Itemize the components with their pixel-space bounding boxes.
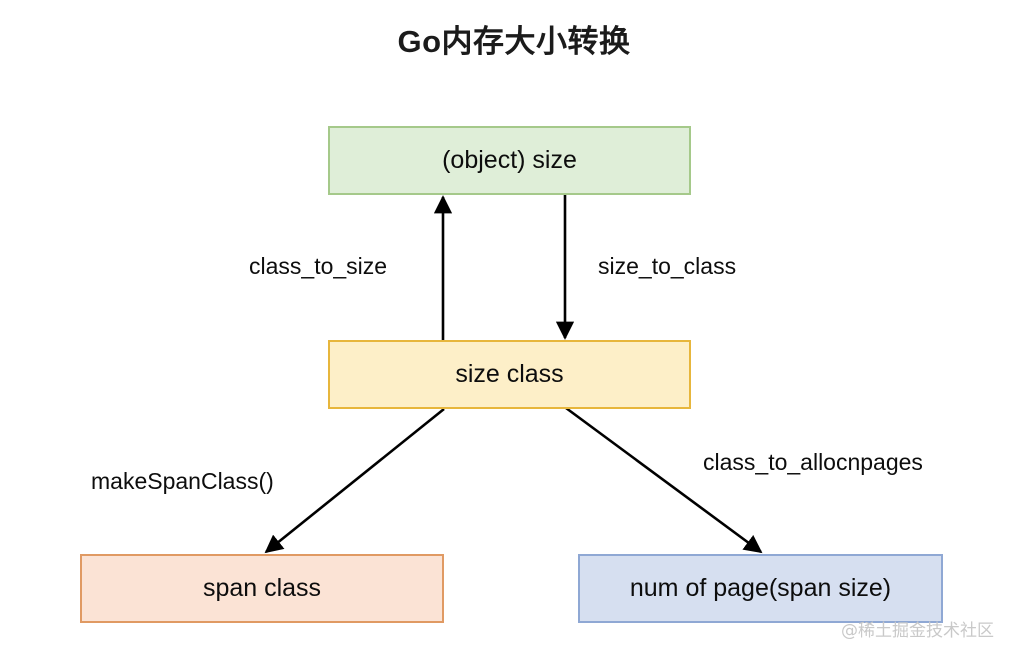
page-title: Go内存大小转换 xyxy=(397,24,631,59)
node-object-size-label: (object) size xyxy=(442,146,577,174)
edge-label-class-to-allocnpages: class_to_allocnpages xyxy=(703,449,923,475)
edge-label-make-span-class: makeSpanClass() xyxy=(91,468,274,494)
node-size-class[interactable]: size class xyxy=(328,340,691,409)
node-size-class-label: size class xyxy=(455,360,564,388)
node-object-size[interactable]: (object) size xyxy=(328,126,691,195)
node-span-class[interactable]: span class xyxy=(80,554,444,623)
watermark: @稀土掘金技术社区 xyxy=(841,621,994,641)
node-num-of-page-label: num of page(span size) xyxy=(629,574,892,602)
edge-class-to-allocnpages xyxy=(565,406,763,554)
edge-label-class-to-size: class_to_size xyxy=(249,253,388,279)
node-span-class-label: span class xyxy=(202,574,322,602)
edge-label-size-to-class: size_to_class xyxy=(598,253,737,279)
node-num-of-page[interactable]: num of page(span size) xyxy=(578,554,943,623)
edge-make-span-class xyxy=(264,407,445,554)
